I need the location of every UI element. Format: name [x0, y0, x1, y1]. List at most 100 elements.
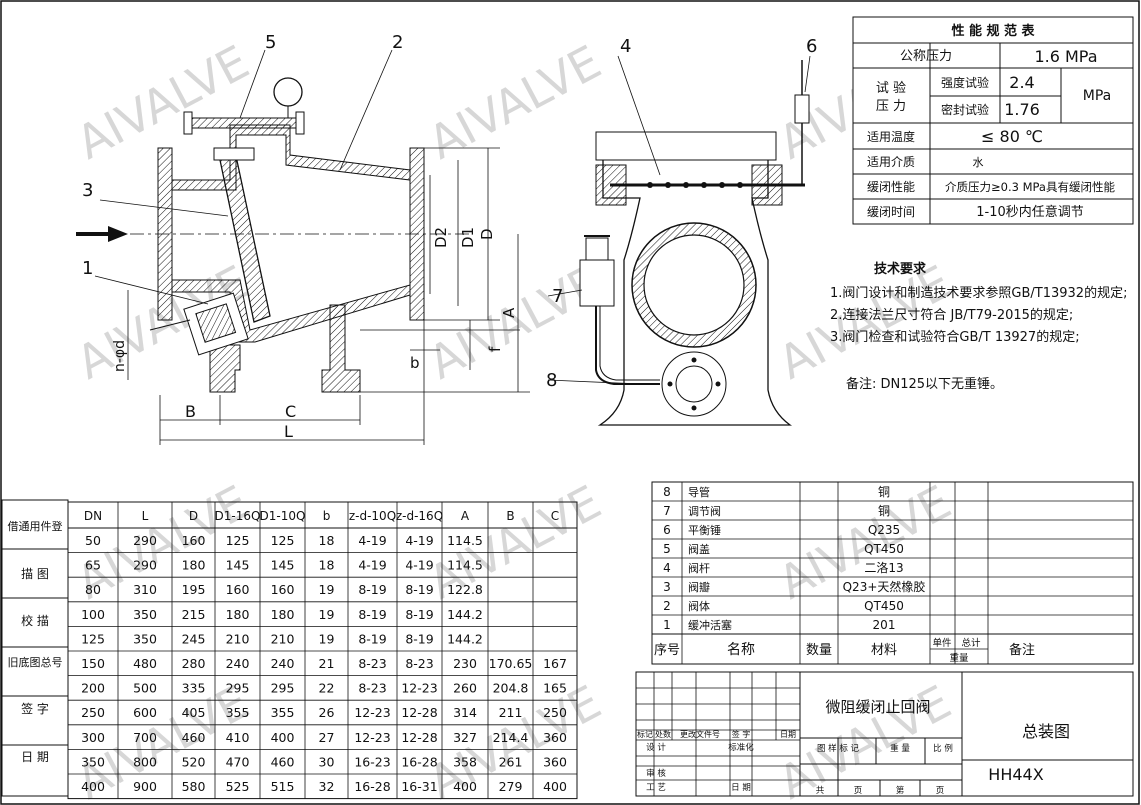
- dim-cell: 460: [271, 754, 295, 769]
- dim-cell: 22: [319, 681, 335, 696]
- dim-cell: 170.65: [489, 656, 533, 671]
- dim-cell: 355: [226, 705, 250, 720]
- perf-title: 性 能 规 范 表: [951, 23, 1035, 39]
- watermark: AIVALVE: [420, 35, 610, 170]
- outlet-flange: [409, 147, 425, 321]
- part-material: 201: [873, 618, 896, 632]
- dim-cell: 515: [271, 779, 295, 794]
- part-material: 二洛13: [864, 560, 903, 575]
- dim-cell: 525: [226, 779, 250, 794]
- dim-cell: 400: [81, 779, 105, 794]
- dim-cell: 211: [499, 705, 523, 720]
- dim-cell: 12-28: [401, 705, 437, 720]
- dim-label-f: f: [486, 346, 504, 352]
- tech-item-1: 1.阀门设计和制造技术要求参照GB/T13932的规定;: [830, 285, 1127, 301]
- dim-cell: 32: [319, 779, 335, 794]
- perf-close-time-value: 1-10秒内任意调节: [976, 204, 1084, 220]
- part-no: 5: [663, 542, 671, 556]
- part-material: Q235: [868, 523, 900, 537]
- tb-weight: 重 量: [890, 743, 910, 754]
- dim-cell: 300: [81, 730, 105, 745]
- dim-cell: 4-19: [405, 558, 433, 573]
- tech-item-2: 2.连接法兰尺寸符合 JB/T79-2015的规定;: [830, 307, 1073, 323]
- dim-cell: 327: [453, 730, 477, 745]
- dim-label-l: L: [284, 422, 293, 441]
- dim-cell: 295: [271, 681, 295, 696]
- parts-header-unit: 单件: [932, 637, 952, 649]
- inlet-flange: [157, 147, 173, 321]
- dim-cell: 4-19: [358, 533, 386, 548]
- dim-cell: 4-19: [405, 533, 433, 548]
- dim-cell: 16-23: [354, 754, 390, 769]
- part-no: 2: [663, 599, 671, 613]
- dim-cell: 360: [543, 754, 567, 769]
- dim-cell: 314: [453, 705, 477, 720]
- dim-cell: 167: [543, 656, 567, 671]
- callout-5: 5: [265, 32, 276, 53]
- parts-header-remark: 备注: [1009, 642, 1035, 658]
- front-view: 4 6 7 8: [546, 36, 817, 426]
- dim-cell: 18: [319, 558, 335, 573]
- perf-test-label-1: 试 验: [876, 80, 906, 96]
- dim-header-cell: z-d-16Q: [396, 509, 443, 523]
- dim-cell: 310: [133, 582, 157, 597]
- callout-4: 4: [620, 36, 631, 57]
- parts-header-weight: 重量: [949, 652, 969, 664]
- dim-cell: 8-19: [405, 582, 433, 597]
- left-label-2: 校 描: [21, 613, 49, 628]
- tb-date: 日 期: [731, 783, 751, 793]
- left-side-labels: 借通用件登 描 图 校 描 旧底图总号 签 字 日 期: [1, 499, 69, 797]
- dim-cell: 410: [226, 730, 250, 745]
- dim-cell: 290: [133, 533, 157, 548]
- dim-cell: 350: [133, 607, 157, 622]
- dim-cell: 195: [182, 582, 206, 597]
- dim-cell: 8-23: [358, 681, 386, 696]
- callout-3: 3: [82, 180, 93, 201]
- regulating-valve: [579, 259, 615, 307]
- part-no: 1: [663, 618, 671, 632]
- parts-header-total: 总计: [961, 637, 981, 649]
- dim-cell: 8-23: [405, 656, 433, 671]
- left-label-4: 签 字: [21, 701, 49, 716]
- dim-cell: 210: [226, 631, 250, 646]
- perf-strength-label: 强度试验: [941, 75, 989, 90]
- part-material: QT450: [864, 542, 904, 556]
- tb-review: 审 核: [646, 768, 666, 779]
- tb-standard: 标准化: [728, 742, 754, 753]
- dim-cell: 145: [226, 558, 250, 573]
- dim-label-nd: n-φd: [112, 340, 128, 372]
- perf-slow-close-label: 缓闭性能: [867, 180, 915, 194]
- part-no: 4: [663, 561, 671, 575]
- callout-1: 1: [82, 258, 93, 279]
- dim-cell: 160: [271, 582, 295, 597]
- dim-cell: 279: [499, 779, 523, 794]
- part-no: 7: [663, 504, 671, 518]
- dim-label-d1: D1: [459, 227, 477, 248]
- disc-hinge: [213, 147, 255, 161]
- dim-cell: 215: [182, 607, 206, 622]
- tb-design: 设 计: [646, 742, 666, 753]
- dim-cell: 150: [81, 656, 105, 671]
- tech-note: 备注: DN125以下无重锤。: [846, 376, 1003, 392]
- dim-cell: 280: [182, 656, 206, 671]
- dim-label-b-small: b: [410, 354, 420, 372]
- tb-sheet-2: 页: [936, 786, 945, 796]
- tb-rev-0: 标记: [637, 729, 653, 739]
- dim-label-b-big: B: [185, 402, 196, 421]
- perf-close-time-label: 缓闭时间: [867, 205, 915, 219]
- dim-cell: 19: [319, 607, 335, 622]
- tb-rev-2: 更改文件号: [680, 729, 720, 739]
- dim-cell: 30: [319, 754, 335, 769]
- dim-cell: 8-19: [405, 607, 433, 622]
- title-block: 标记 处数 更改文件号 签 字 日期 设 计 标准化 审 核 工 艺 日 期 微…: [635, 671, 1134, 797]
- dim-cell: 125: [271, 533, 295, 548]
- perf-medium-value: 水: [973, 156, 984, 169]
- part-no: 6: [663, 523, 671, 537]
- tb-rev-4: 日期: [780, 730, 796, 739]
- perf-test-label-2: 压 力: [876, 99, 906, 114]
- part-name: 阀体: [688, 599, 710, 613]
- dim-cell: 360: [543, 730, 567, 745]
- dim-cell: 900: [133, 779, 157, 794]
